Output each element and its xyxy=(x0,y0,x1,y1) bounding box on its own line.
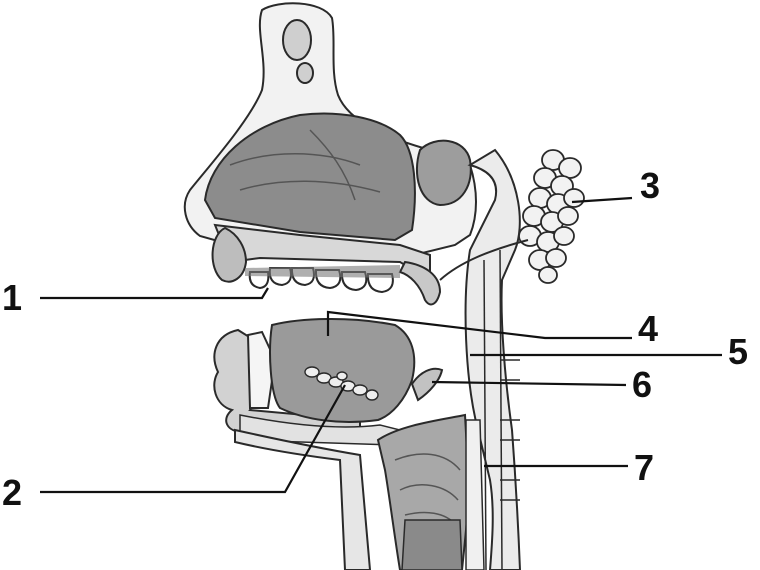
label-6: 6 xyxy=(632,364,652,405)
leader-line-6 xyxy=(432,382,626,385)
frontal-sinus-lower xyxy=(297,63,313,83)
upper-gum xyxy=(245,265,400,278)
frontal-sinus-upper xyxy=(283,20,311,60)
salivary-gland xyxy=(519,150,584,283)
label-7: 7 xyxy=(634,447,654,488)
trachea xyxy=(402,520,462,570)
epiglottis xyxy=(412,369,442,400)
label-3: 3 xyxy=(640,165,660,206)
tongue xyxy=(270,319,414,422)
label-4: 4 xyxy=(638,308,658,349)
esophagus xyxy=(466,420,484,570)
sphenoid-sinus xyxy=(417,141,471,205)
leader-line-1 xyxy=(40,288,268,298)
soft-palate xyxy=(400,262,440,304)
neck-outline xyxy=(235,430,370,570)
label-2: 2 xyxy=(2,472,22,513)
label-5: 5 xyxy=(728,331,748,372)
label-1: 1 xyxy=(2,277,22,318)
